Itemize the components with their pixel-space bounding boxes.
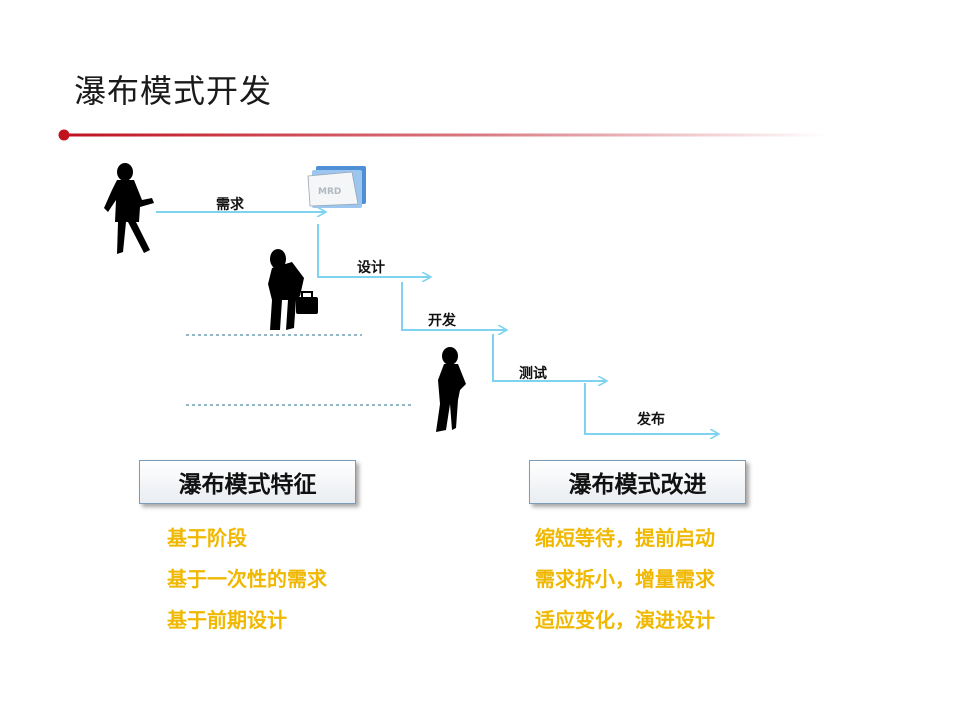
slide-title: 瀑布模式开发 xyxy=(74,72,273,110)
features-list: 基于阶段 基于一次性的需求 基于前期设计 xyxy=(167,518,327,641)
step-label-release: 发布 xyxy=(636,411,665,428)
step-label-testing: 测试 xyxy=(519,365,547,382)
flow-arrow-release xyxy=(584,383,718,434)
improvements-list: 缩短等待，提前启动 需求拆小，增量需求 适应变化，演进设计 xyxy=(535,518,715,641)
mrd-document-icon: MRD xyxy=(307,166,366,208)
step-label-requirements: 需求 xyxy=(216,196,245,213)
flow-arrow-design xyxy=(317,224,430,277)
features-list-item: 基于前期设计 xyxy=(167,608,287,632)
features-list-item: 基于阶段 xyxy=(167,526,247,550)
title-underline xyxy=(58,129,828,141)
man-with-briefcase-silhouette xyxy=(268,249,318,330)
mrd-label: MRD xyxy=(318,187,341,197)
features-heading: 瀑布模式特征 xyxy=(178,471,317,498)
step-label-design: 设计 xyxy=(357,259,385,276)
improvements-list-item: 缩短等待，提前启动 xyxy=(535,526,715,550)
improvements-list-item: 需求拆小，增量需求 xyxy=(535,567,715,591)
improvements-heading: 瀑布模式改进 xyxy=(568,471,707,498)
flow-arrow-testing xyxy=(492,334,606,381)
step-label-development: 开发 xyxy=(428,312,457,329)
features-heading-box: 瀑布模式特征 xyxy=(139,460,356,504)
flow-arrow-development xyxy=(401,282,506,330)
improvements-heading-box: 瀑布模式改进 xyxy=(529,460,746,504)
improvements-list-item: 适应变化，演进设计 xyxy=(535,608,715,632)
woman-standing-silhouette xyxy=(436,347,466,432)
features-list-item: 基于一次性的需求 xyxy=(167,567,327,591)
woman-pointing-silhouette xyxy=(104,163,154,254)
